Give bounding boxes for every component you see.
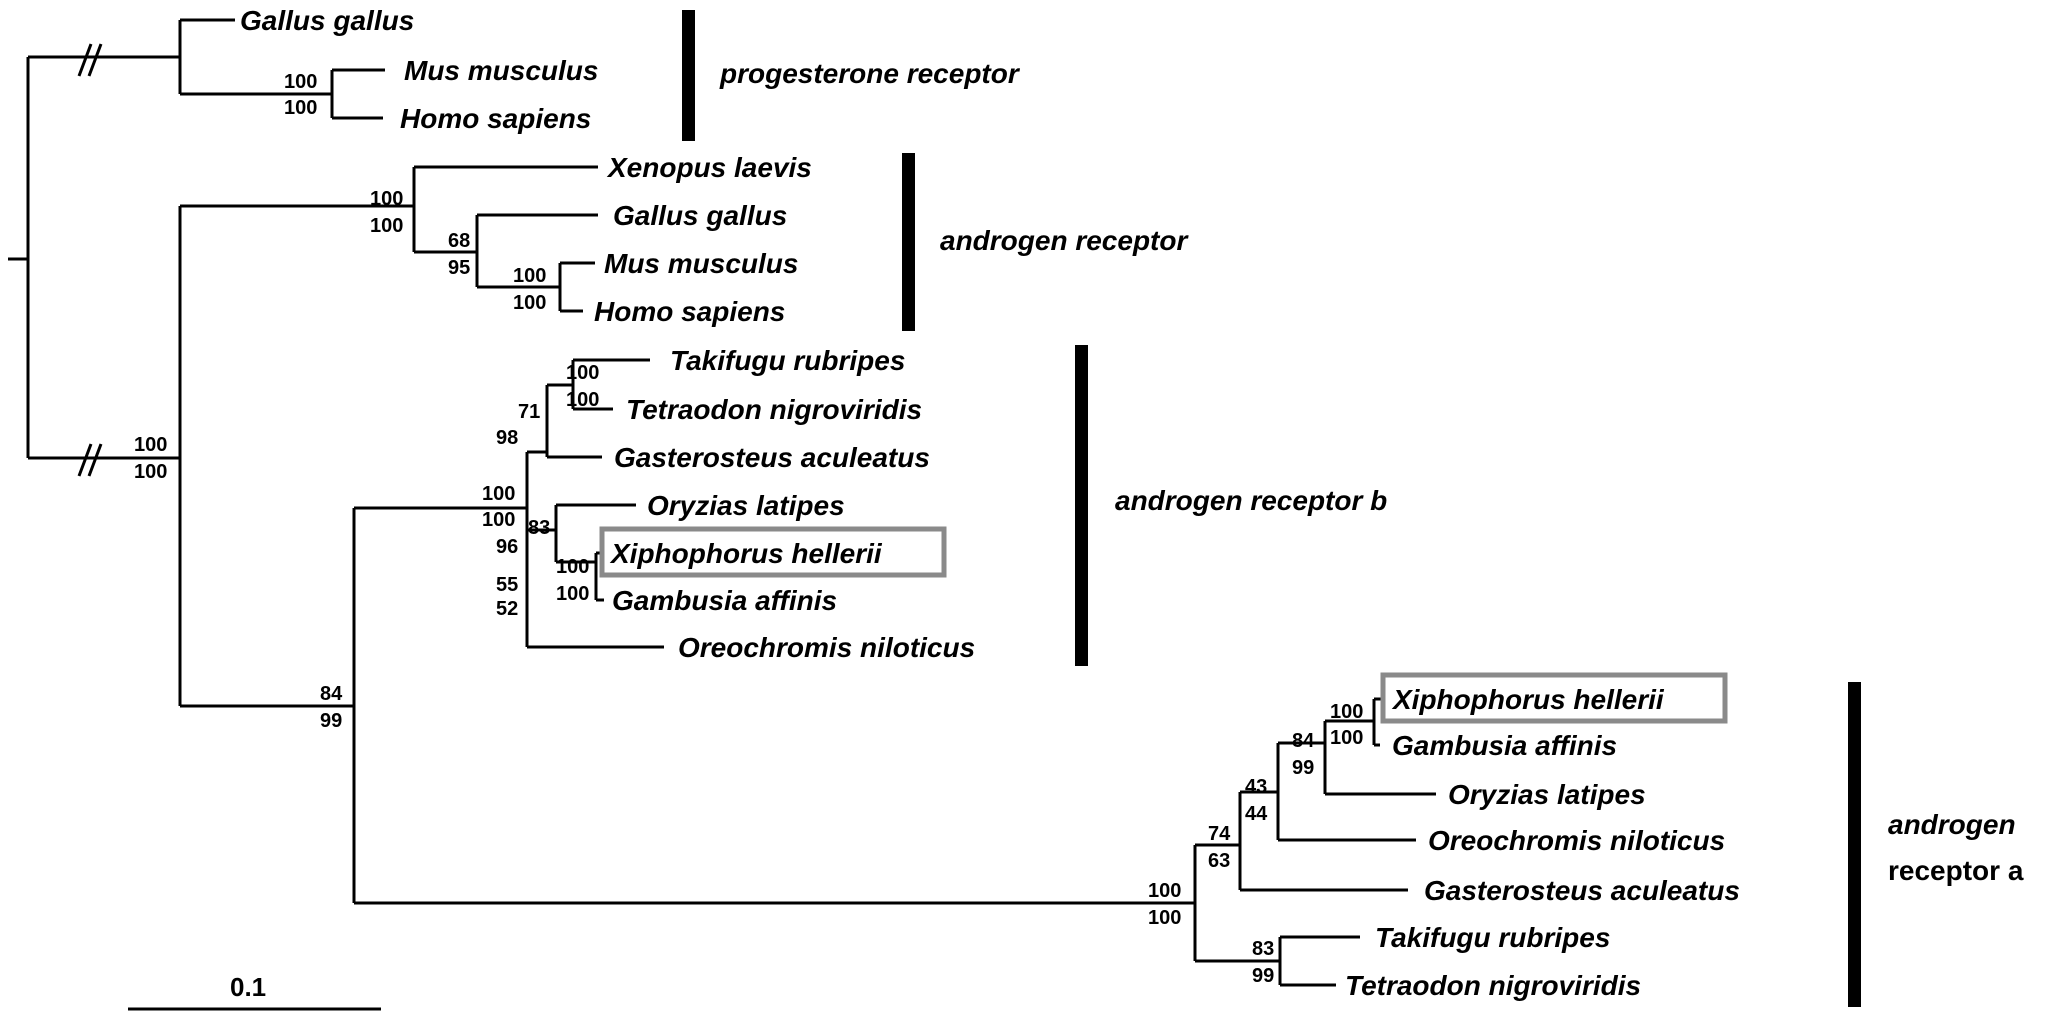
taxon-ar-xenopus: Xenopus laevis	[606, 152, 812, 183]
clade-bar-arb	[1075, 345, 1088, 666]
support-label: 100	[566, 389, 599, 411]
support-label: 99	[1292, 757, 1314, 779]
break-mark-lower	[77, 443, 103, 477]
taxon-pr-gallus: Gallus gallus	[240, 5, 414, 36]
support-label: 100	[482, 509, 515, 531]
taxon-labels: Gallus gallus Mus musculus Homo sapiens …	[240, 5, 1740, 1001]
support-label: 96	[496, 536, 518, 558]
support-label: 71	[518, 401, 540, 423]
support-label: 84	[1292, 730, 1315, 752]
taxon-ar-gallus: Gallus gallus	[613, 200, 787, 231]
support-label: 98	[496, 427, 518, 449]
clade-label-pr: progesterone receptor	[719, 58, 1021, 89]
taxon-arb-xiphophorus: Xiphophorus hellerii	[609, 538, 883, 569]
break-mark-upper	[77, 43, 103, 77]
clade-bars	[682, 10, 1861, 1007]
support-label: 95	[448, 257, 470, 279]
clade-bar-ara	[1848, 682, 1861, 1007]
support-label: 63	[1208, 850, 1230, 872]
taxon-arb-oreochromis: Oreochromis niloticus	[678, 632, 975, 663]
taxon-arb-takifugu: Takifugu rubripes	[670, 345, 905, 376]
support-label: 99	[1252, 965, 1274, 987]
taxon-arb-tetraodon: Tetraodon nigroviridis	[626, 394, 922, 425]
clade-label-ara-line2: receptor a	[1888, 855, 2024, 886]
support-label: 100	[1330, 727, 1363, 749]
taxon-ara-tetraodon: Tetraodon nigroviridis	[1345, 970, 1641, 1001]
clade-bar-pr	[682, 10, 695, 141]
support-label: 100	[284, 97, 317, 119]
support-label: 100	[482, 483, 515, 505]
highlight-box-ara-xiphophorus	[1380, 672, 1728, 724]
clade-label-ara-line1: androgen	[1888, 809, 2016, 840]
support-label: 100	[284, 71, 317, 93]
taxon-ara-takifugu: Takifugu rubripes	[1375, 922, 1610, 953]
support-label: 44	[1245, 803, 1268, 825]
support-label: 74	[1208, 823, 1231, 845]
support-label: 100	[370, 188, 403, 210]
taxon-ara-gambusia: Gambusia affinis	[1392, 730, 1617, 761]
support-label: 99	[320, 710, 342, 732]
taxon-ara-oryzias: Oryzias latipes	[1448, 779, 1646, 810]
scale-bar-label: 0.1	[230, 972, 266, 1002]
clade-bar-ar	[902, 153, 915, 331]
support-label: 100	[1148, 880, 1181, 902]
support-label: 100	[1330, 701, 1363, 723]
taxon-ar-homo: Homo sapiens	[594, 296, 785, 327]
support-label: 100	[1148, 907, 1181, 929]
support-label: 100	[134, 434, 167, 456]
taxon-ara-gasterosteus: Gasterosteus aculeatus	[1424, 875, 1740, 906]
clade-label-ar: androgen receptor	[940, 225, 1189, 256]
taxon-ara-xiphophorus: Xiphophorus hellerii	[1391, 684, 1665, 715]
support-label: 100	[556, 583, 589, 605]
support-label: 43	[1245, 776, 1267, 798]
support-label: 55	[496, 574, 518, 596]
scale-bar: 0.1	[128, 972, 381, 1011]
support-label: 68	[448, 230, 470, 252]
taxon-arb-oryzias: Oryzias latipes	[647, 490, 845, 521]
branch-break-marks	[77, 43, 103, 477]
taxon-arb-gasterosteus: Gasterosteus aculeatus	[614, 442, 930, 473]
support-label: 100	[370, 215, 403, 237]
support-label: 100	[513, 265, 546, 287]
support-label: 52	[496, 598, 518, 620]
taxon-ar-mus: Mus musculus	[604, 248, 798, 279]
taxon-pr-mus: Mus musculus	[404, 55, 598, 86]
clade-label-arb: androgen receptor b	[1115, 485, 1387, 516]
support-label: 84	[320, 683, 343, 705]
taxon-pr-homo: Homo sapiens	[400, 103, 591, 134]
highlight-box-arb-xiphophorus	[599, 526, 947, 578]
support-values: 100 100 100 100 68 95 100 100 100 100 10…	[134, 71, 1363, 987]
support-label: 100	[134, 461, 167, 483]
taxon-arb-gambusia: Gambusia affinis	[612, 585, 837, 616]
support-label: 83	[528, 517, 550, 539]
highlight-boxes	[599, 526, 1728, 724]
support-label: 83	[1252, 938, 1274, 960]
tree-branches	[8, 18, 1436, 987]
taxon-ara-oreochromis: Oreochromis niloticus	[1428, 825, 1725, 856]
support-label: 100	[566, 362, 599, 384]
support-label: 100	[513, 292, 546, 314]
clade-labels: progesterone receptor androgen receptor …	[719, 58, 2024, 886]
support-label: 100	[556, 556, 589, 578]
